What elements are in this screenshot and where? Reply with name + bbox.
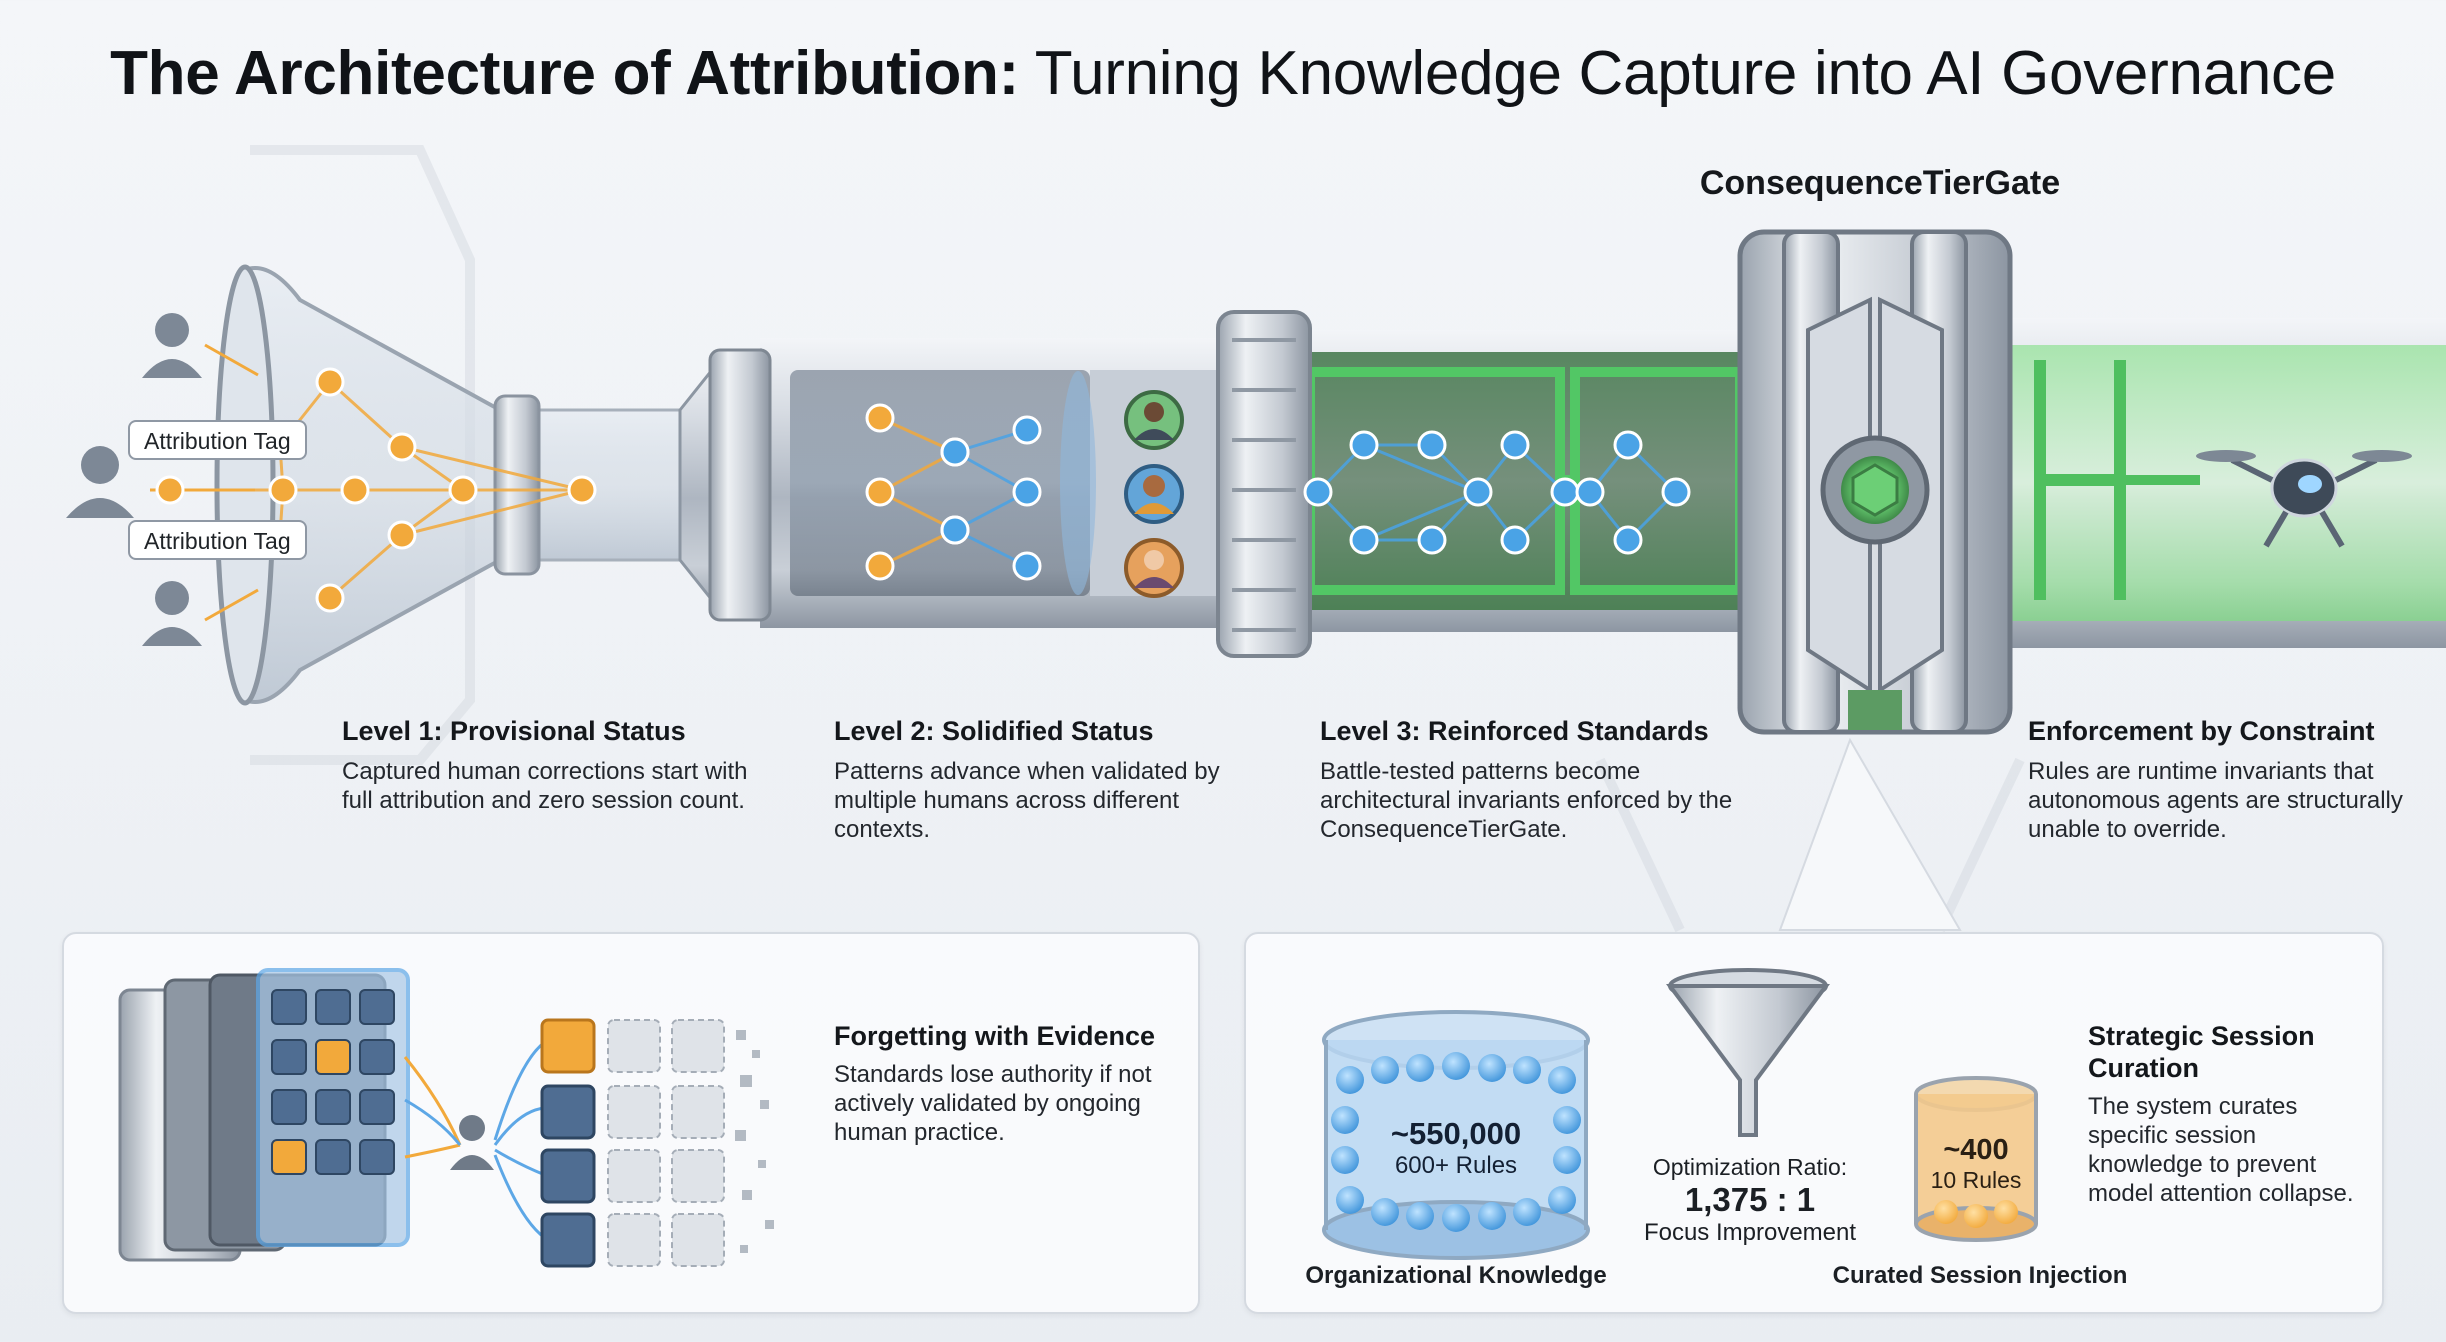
network-edge	[328, 380, 404, 449]
consequence-tier-gate	[1737, 229, 2013, 735]
capture-funnel	[214, 264, 772, 706]
level-title: Level 1: Provisional Status	[342, 716, 686, 746]
network-edge	[1363, 443, 1479, 494]
forgetting-title: Forgetting with Evidence	[834, 1021, 1156, 1051]
curated-value: ~400	[1943, 1134, 2009, 1166]
network-node	[1349, 430, 1379, 460]
network-node	[865, 403, 895, 433]
network-node	[387, 520, 417, 550]
level-3-card: Level 3: Reinforced Standards Battle-tes…	[1320, 716, 1740, 844]
level-title: Level 2: Solidified Status	[834, 716, 1154, 746]
level-title: Enforcement by Constraint	[2028, 716, 2375, 746]
network-node	[1012, 551, 1042, 581]
network-node	[1575, 477, 1605, 507]
forgetting-note: Forgetting with Evidence Standards lose …	[834, 1020, 1174, 1147]
output-pipe	[1990, 318, 2446, 648]
network-node	[268, 475, 298, 505]
level-text: Captured human corrections start with fu…	[342, 758, 748, 814]
network-edge	[1363, 490, 1479, 542]
ratio-sub: Focus Improvement	[1643, 1219, 1857, 1246]
title-light: Turning Knowledge Capture into AI Govern…	[1034, 39, 2336, 108]
curated-label: Curated Session Injection	[1832, 1262, 2128, 1289]
ratio-value: 1,375 : 1	[1684, 1181, 1816, 1218]
person-icon	[66, 313, 202, 646]
network-node	[1463, 477, 1493, 507]
curation-text: The system curates specific session know…	[2088, 1093, 2354, 1207]
enforcement-card: Enforcement by Constraint Rules are runt…	[2028, 716, 2446, 844]
network-node	[1613, 525, 1643, 555]
curated-rules: 10 Rules	[1930, 1167, 2022, 1193]
network-node	[1661, 477, 1691, 507]
curation-title: Strategic Session Curation	[2088, 1021, 2315, 1083]
page-title: The Architecture of Attribution: Turning…	[0, 38, 2446, 109]
network-node	[340, 475, 370, 505]
org-value: ~550,000	[1390, 1116, 1522, 1151]
network-node	[1500, 430, 1530, 460]
network-node	[865, 551, 895, 581]
network-node	[940, 437, 970, 467]
optimization-ratio: Optimization Ratio: 1,375 : 1 Focus Impr…	[1610, 1154, 1890, 1247]
network-node	[315, 583, 345, 613]
network-node	[1012, 477, 1042, 507]
network-edge	[329, 533, 403, 600]
level-text: Rules are runtime invariants that autono…	[2028, 758, 2403, 843]
network-node	[940, 515, 970, 545]
ratio-label: Optimization Ratio:	[1652, 1154, 1848, 1180]
network-node	[1417, 430, 1447, 460]
network-edge	[401, 488, 583, 537]
network-node	[387, 432, 417, 462]
forgetting-graphic	[118, 968, 774, 1268]
level-text: Battle-tested patterns become architectu…	[1320, 758, 1733, 843]
network-node	[155, 475, 185, 505]
attribution-tag: Attribution Tag	[128, 520, 307, 560]
curated-values: ~400 10 Rules	[1916, 1134, 2036, 1194]
attribution-tag: Attribution Tag	[128, 420, 307, 460]
gate-title: ConsequenceTierGate	[1699, 164, 2061, 202]
network-node	[315, 367, 345, 397]
gate-pointer	[1778, 737, 1962, 931]
level-text: Patterns advance when validated by multi…	[834, 758, 1220, 843]
level-title: Level 3: Reinforced Standards	[1320, 716, 1709, 746]
network-edge	[401, 445, 583, 492]
forgetting-text: Standards lose authority if not actively…	[834, 1061, 1152, 1146]
network-node	[865, 477, 895, 507]
drone-icon	[2196, 450, 2412, 548]
network-node	[448, 475, 478, 505]
network-node	[1550, 477, 1580, 507]
network-node	[1012, 415, 1042, 445]
network-node	[567, 475, 597, 505]
validator-avatars	[1124, 390, 1184, 598]
network-node	[1500, 525, 1530, 555]
org-knowledge-label: Organizational Knowledge	[1305, 1262, 1607, 1289]
org-knowledge-values: ~550,000 600+ Rules	[1324, 1116, 1588, 1180]
curation-graphic	[1322, 968, 2038, 1260]
level-1-card: Level 1: Provisional Status Captured hum…	[342, 716, 762, 815]
org-rules: 600+ Rules	[1394, 1152, 1518, 1179]
network-node	[1349, 525, 1379, 555]
curation-note: Strategic Session Curation The system cu…	[2088, 1020, 2368, 1208]
title-bold: The Architecture of Attribution:	[110, 39, 1019, 108]
network-node	[1613, 430, 1643, 460]
network-node	[1303, 477, 1333, 507]
network-node	[1417, 525, 1447, 555]
level-2-card: Level 2: Solidified Status Patterns adva…	[834, 716, 1254, 844]
